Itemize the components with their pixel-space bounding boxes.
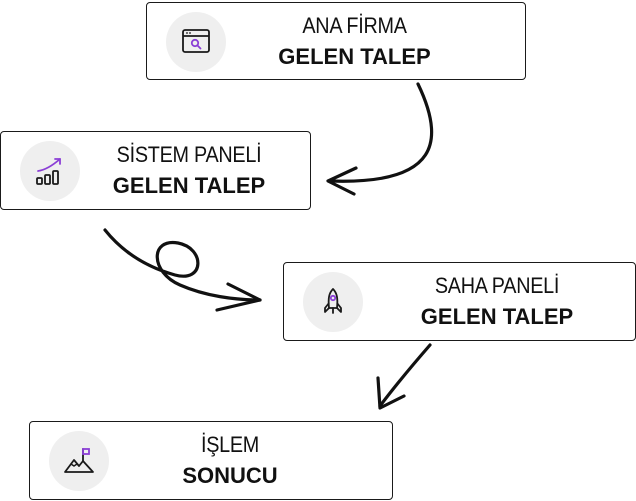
card-saha-paneli: SAHA PANELİ GELEN TALEP <box>283 262 636 341</box>
icon-badge <box>20 141 80 201</box>
mountain-flag-icon <box>64 448 94 473</box>
card-title: İŞLEM <box>200 432 260 457</box>
card-title: SİSTEM PANELİ <box>116 142 262 167</box>
arrow-saha-to-islem <box>378 343 432 408</box>
icon-badge <box>166 12 226 72</box>
browser-search-icon <box>182 29 210 53</box>
card-sistem-paneli: SİSTEM PANELİ GELEN TALEP <box>0 131 311 210</box>
card-subtitle: GELEN TALEP <box>278 44 431 69</box>
icon-badge <box>49 431 109 491</box>
card-text: SİSTEM PANELİ GELEN TALEP <box>89 140 289 201</box>
card-text: ANA FİRMA GELEN TALEP <box>247 11 462 72</box>
card-title: ANA FİRMA <box>302 13 407 38</box>
card-subtitle: GELEN TALEP <box>420 304 574 329</box>
arrow-ana-to-sistem <box>328 82 434 183</box>
chart-trend-icon <box>36 158 61 185</box>
rocket-icon <box>324 288 342 314</box>
card-text: SAHA PANELİ GELEN TALEP <box>394 271 600 332</box>
arrow-head-2 <box>215 282 262 312</box>
arrow-sistem-to-saha <box>103 228 262 302</box>
arrow-head-1 <box>326 166 358 196</box>
arrow-head-3 <box>376 376 406 410</box>
icon-badge <box>303 272 363 332</box>
card-subtitle: GELEN TALEP <box>112 173 266 198</box>
card-text: İŞLEM SONUCU <box>170 430 290 491</box>
card-subtitle: SONUCU <box>182 463 278 488</box>
card-islem-sonucu: İŞLEM SONUCU <box>29 421 393 500</box>
card-ana-firma: ANA FİRMA GELEN TALEP <box>146 2 526 80</box>
card-title: SAHA PANELİ <box>434 273 560 298</box>
